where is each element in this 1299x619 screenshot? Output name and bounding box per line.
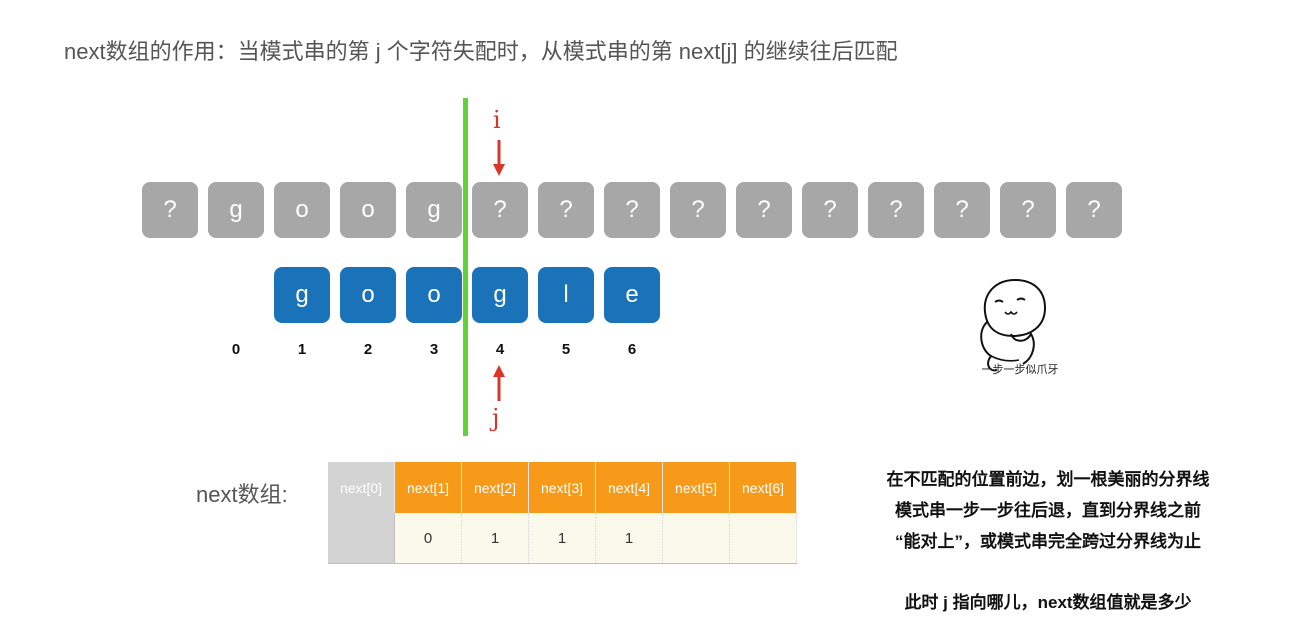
index-label: 0 xyxy=(231,341,241,358)
text-char-box: ? xyxy=(1066,182,1122,238)
text-char-box: o xyxy=(340,182,396,238)
pointer-j-label: j xyxy=(492,404,500,432)
next-value-cell xyxy=(729,513,797,564)
next-value-cell: 1 xyxy=(595,513,663,564)
next-value-row: 0 1 1 1 xyxy=(328,513,797,564)
meme-caption: 一步一步似爪牙 xyxy=(981,364,1059,376)
text-char-box: g xyxy=(208,182,264,238)
next-value-cell: 1 xyxy=(528,513,596,564)
pattern-char-box: o xyxy=(406,267,462,323)
next-header-cell: next[0] xyxy=(328,462,395,513)
text-char-box: ? xyxy=(670,182,726,238)
text-char-box: ? xyxy=(1000,182,1056,238)
pointer-i-label: i xyxy=(493,106,501,134)
text-char-box: ? xyxy=(868,182,924,238)
note-line: “能对上”，或模式串完全跨过分界线为止 xyxy=(895,532,1201,551)
conclusion-text: 此时 j 指向哪儿，next数组值就是多少 xyxy=(904,593,1192,612)
pattern-char-box: o xyxy=(340,267,396,323)
text-char-box: o xyxy=(274,182,330,238)
next-header-cell: next[2] xyxy=(461,462,529,513)
text-char-box: ? xyxy=(538,182,594,238)
note-line: 模式串一步一步往后退，直到分界线之前 xyxy=(895,501,1201,520)
index-label: 1 xyxy=(297,341,307,358)
meme-face-icon xyxy=(980,278,1047,372)
text-char-box: ? xyxy=(604,182,660,238)
pattern-char-box: g xyxy=(472,267,528,323)
index-label: 6 xyxy=(627,341,637,358)
text-char-box: ? xyxy=(142,182,198,238)
next-header-cell: next[6] xyxy=(729,462,797,513)
index-label: 4 xyxy=(495,341,505,358)
note-line: 在不匹配的位置前边，划一根美丽的分界线 xyxy=(886,470,1210,489)
text-char-box: ? xyxy=(934,182,990,238)
next-array-label: next数组: xyxy=(196,482,288,507)
text-char-box: g xyxy=(406,182,462,238)
next-header-cell: next[1] xyxy=(394,462,462,513)
page-title: next数组的作用：当模式串的第 j 个字符失配时，从模式串的第 next[j]… xyxy=(64,39,898,64)
next-value-cell: 1 xyxy=(461,513,529,564)
index-label: 3 xyxy=(429,341,439,358)
up-arrow-icon xyxy=(493,365,505,401)
explanation-notes: 在不匹配的位置前边，划一根美丽的分界线 模式串一步一步往后退，直到分界线之前 “… xyxy=(809,464,1287,557)
pattern-char-box: e xyxy=(604,267,660,323)
index-label: 2 xyxy=(363,341,373,358)
next-header-row: next[0] next[1] next[2] next[3] next[4] … xyxy=(328,462,797,513)
next-header-cell: next[4] xyxy=(595,462,663,513)
text-char-box: ? xyxy=(802,182,858,238)
next-value-cell xyxy=(662,513,730,564)
mismatch-divider-line xyxy=(463,98,468,436)
text-char-box: ? xyxy=(472,182,528,238)
next-value-cell: 0 xyxy=(394,513,462,564)
index-label: 5 xyxy=(561,341,571,358)
text-char-box: ? xyxy=(736,182,792,238)
next-header-cell: next[3] xyxy=(528,462,596,513)
next-header-cell: next[5] xyxy=(662,462,730,513)
next-array-table: next[0] next[1] next[2] next[3] next[4] … xyxy=(328,462,797,564)
pattern-char-box: g xyxy=(274,267,330,323)
pattern-char-box: l xyxy=(538,267,594,323)
next-value-cell xyxy=(328,513,395,564)
down-arrow-icon xyxy=(493,140,505,176)
